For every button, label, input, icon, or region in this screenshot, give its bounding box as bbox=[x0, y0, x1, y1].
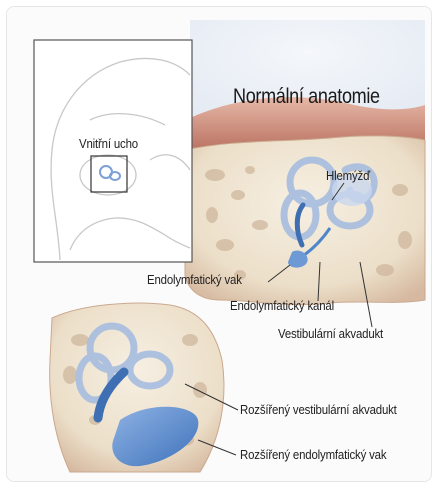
label-cochlea: Hlemýžď bbox=[326, 168, 370, 183]
head-inset bbox=[34, 40, 192, 262]
label-enlarged-endolymphatic-sac: Rozšířený endolymfatický vak bbox=[240, 447, 386, 462]
label-inner-ear: Vnitřní ucho bbox=[79, 136, 138, 151]
label-endolymphatic-sac: Endolymfatický vak bbox=[147, 272, 242, 287]
label-enlarged-vestibular-aqueduct: Rozšířený vestibulární akvadukt bbox=[240, 402, 397, 417]
page-title: Normální anatomie bbox=[233, 85, 380, 109]
label-vestibular-aqueduct: Vestibulární akvadukt bbox=[278, 326, 383, 341]
label-endolymphatic-duct: Endolymfatický kanál bbox=[230, 298, 334, 313]
